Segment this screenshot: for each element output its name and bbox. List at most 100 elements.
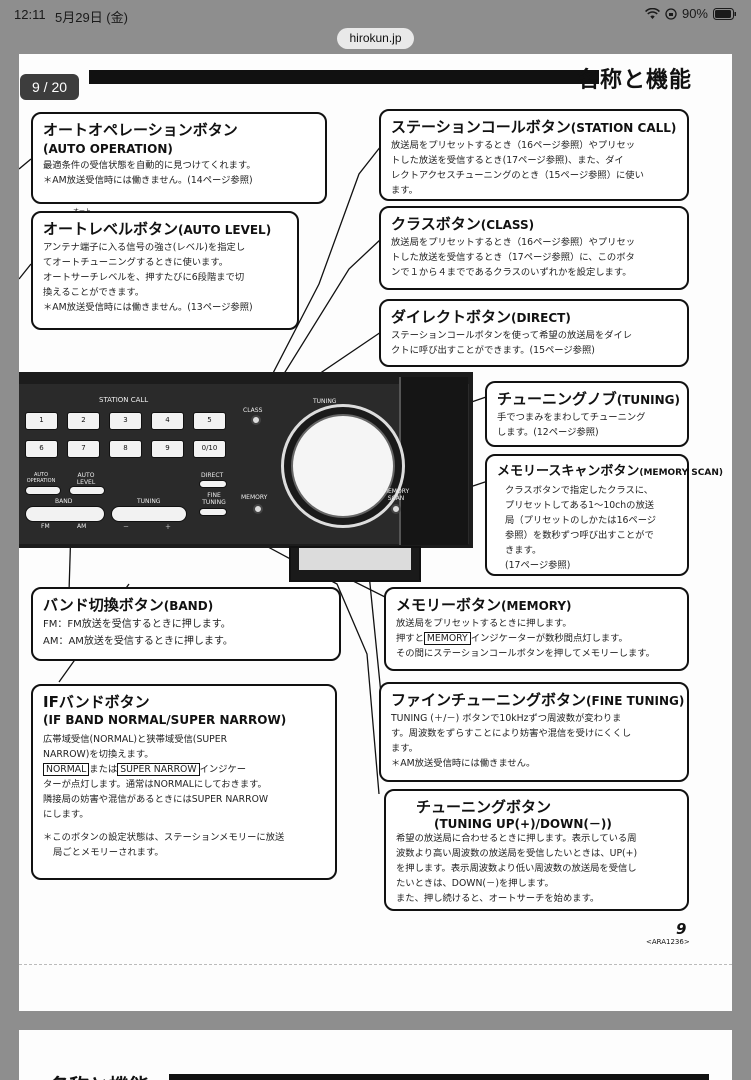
title-en: (FINE TUNING)	[586, 694, 685, 708]
text-line: クトに呼び出すことができます。(15ページ参照)	[391, 345, 595, 356]
title-en: (TUNING UP(+)/DOWN(－))	[434, 817, 612, 831]
text-line: たいときは、DOWN(－)を押します。	[396, 878, 554, 889]
text-line: 手でつまみをまわしてチューニング	[497, 412, 646, 423]
text-line: 最適条件の受信状態を自動的に見つけてくれます。	[43, 160, 256, 171]
auto-operation-label: AUTO OPERATION	[26, 472, 56, 484]
text-line: アンテナ端子に入る信号の強さ(レベル)を指定し	[43, 242, 246, 253]
orientation-lock-icon	[665, 7, 677, 20]
text-line: 放送局をプリセットするときに押します。	[396, 618, 572, 629]
text-part: インジケーターが数秒間点灯します。	[470, 633, 628, 644]
box-text: 最適条件の受信状態を自動的に見つけてくれます。 ＊AM放送受信時には働きません。…	[43, 158, 315, 188]
band-label: BAND	[55, 498, 73, 505]
title-ja: ファインチューニングボタン	[391, 691, 587, 709]
fm-label: FM	[41, 523, 50, 530]
status-bar: 12:11 5月29日 (金) 90%	[0, 0, 751, 30]
title-ja: クラスボタン	[391, 215, 481, 233]
title-en: (CLASS)	[480, 218, 535, 232]
text-line: てオートチューニングするときに使います。	[43, 257, 229, 268]
station-key-5[interactable]: 5	[193, 412, 226, 430]
station-key-2[interactable]: 2	[67, 412, 100, 430]
title-ja: IFバンドボタン	[43, 693, 150, 711]
text-line: 換えることができます。	[43, 287, 145, 298]
fine-tuning-box: ファインチューニングボタン(FINE TUNING) TUNING (＋/－) …	[379, 682, 689, 782]
tuning-knob-box: チューニングノブ(TUNING) 手でつまみをまわしてチューニング します。(1…	[485, 381, 689, 447]
text-line: トした放送を受信するとき（17ページ参照）に、このボタ	[391, 252, 635, 263]
display-window	[299, 548, 411, 570]
station-key-4[interactable]: 4	[151, 412, 184, 430]
if-band-box: IFバンドボタン (IF BAND NORMAL/SUPER NARROW) 広…	[31, 684, 337, 880]
text-line: FM：FM放送を受信するときに押します。	[43, 619, 231, 630]
text-line: ンで１から４までであるクラスのいずれかを設定します。	[391, 267, 632, 278]
box-text: ステーションコールボタンを使って希望の放送局をダイレ クトに呼び出すことができま…	[391, 328, 677, 358]
tuning-knob-face[interactable]	[291, 414, 395, 518]
direct-button[interactable]	[199, 480, 227, 488]
station-key-0-10[interactable]: 0/10	[193, 440, 226, 458]
url-bar[interactable]: hirokun.jp	[337, 28, 414, 49]
auto-level-box: オートレベルボタン(AUTO LEVEL) アンテナ端子に入る信号の強さ(レベル…	[31, 211, 299, 330]
station-key-9[interactable]: 9	[151, 440, 184, 458]
station-key-8[interactable]: 8	[109, 440, 142, 458]
text-line: ます。	[391, 185, 418, 196]
title-rule	[89, 70, 599, 84]
title-en: (MEMORY SCAN)	[639, 468, 723, 478]
text-line: ＊AM放送受信時には働きません。	[391, 758, 536, 769]
station-key-7[interactable]: 7	[67, 440, 100, 458]
auto-operation-title: オートオペレーションボタン	[43, 120, 315, 140]
page-code: <ARA1236>	[646, 938, 690, 946]
text-line: レクトアクセスチューニングのとき（15ページ参照）に使い	[391, 170, 644, 181]
if-band-title-en-row: (IF BAND NORMAL/SUPER NARROW)	[43, 712, 325, 728]
title-en: (BAND)	[163, 599, 214, 613]
tuning-plus-label: ＋	[165, 524, 172, 531]
text-line: トした放送を受信するとき(17ページ参照)、また、ダイ	[391, 155, 624, 166]
memory-label: MEMORY	[241, 494, 268, 501]
spacer	[43, 822, 325, 830]
text-line: きます。	[505, 545, 542, 556]
status-indicators: 90%	[644, 6, 737, 21]
text-line: 放送局をプリセットするとき（16ページ参照）やプリセッ	[391, 237, 636, 248]
am-label: AM	[77, 523, 87, 530]
station-key-6[interactable]: 6	[25, 440, 58, 458]
station-call-title: ステーションコールボタン(STATION CALL)	[391, 117, 677, 138]
station-key-1[interactable]: 1	[25, 412, 58, 430]
text-line: その間にステーションコールボタンを押してメモリーします。	[396, 648, 655, 659]
box-text: クラスボタンで指定したクラスに、 プリセットしてある1～10chの放送 局（プリ…	[497, 483, 677, 573]
text-line: を押します。表示周波数より低い周波数の放送局を受信し	[396, 863, 637, 874]
title-ja: バンド切換ボタン	[43, 596, 164, 614]
status-date: 5月29日 (金)	[55, 10, 128, 25]
text-line: 局（プリセットのしかたは16ページ	[505, 515, 657, 526]
text-line: プリセットしてある1～10chの放送	[505, 500, 655, 511]
title-en: (AUTO LEVEL)	[178, 223, 272, 237]
class-button[interactable]	[251, 415, 261, 425]
station-key-3[interactable]: 3	[109, 412, 142, 430]
box-text: 放送局をプリセットするとき（16ページ参照）やプリセッ トした放送を受信するとき…	[391, 235, 677, 280]
text-line: (17ページ参照)	[505, 560, 571, 571]
memory-button[interactable]	[253, 504, 263, 514]
title-en-row: (AUTO OPERATION)	[43, 140, 315, 158]
text-line: ＊AM放送受信時には働きません。(13ページ参照)	[43, 302, 253, 313]
direct-title: ダイレクトボタン(DIRECT)	[391, 307, 677, 328]
memory-scan-button[interactable]	[391, 504, 401, 514]
text-line: 放送局をプリセットするとき（16ページ参照）やプリセッ	[391, 140, 636, 151]
tuning-buttons-label: TUNING	[137, 498, 161, 505]
title-ja: ステーションコールボタン	[391, 118, 571, 136]
tuning-knob-title: チューニングノブ(TUNING)	[497, 389, 680, 410]
tuning-minus-label: －	[123, 524, 130, 531]
auto-level-button[interactable]	[69, 486, 105, 495]
auto-operation-button[interactable]	[25, 486, 61, 495]
tuning-buttons[interactable]	[111, 506, 187, 522]
status-time: 12:11	[14, 7, 46, 22]
auto-operation-box: オート オートオペレーションボタン (AUTO OPERATION) 最適条件の…	[31, 112, 327, 215]
band-title: バンド切換ボタン(BAND)	[43, 595, 329, 616]
text-line: オートサーチレベルを、押すたびに6段階まで切	[43, 272, 245, 283]
panel-side	[399, 377, 468, 545]
band-button[interactable]	[25, 506, 105, 522]
fine-tuning-button[interactable]	[199, 508, 227, 516]
text-line: ＊このボタンの設定状態は、ステーションメモリーに放送	[43, 832, 285, 843]
auto-level-title: オートレベルボタン(AUTO LEVEL)	[43, 219, 287, 240]
memory-indicator-tag: MEMORY	[423, 632, 471, 645]
class-label: CLASS	[243, 407, 263, 414]
text-line: 広帯域受信(NORMAL)と狭帯域受信(SUPER	[43, 734, 228, 745]
